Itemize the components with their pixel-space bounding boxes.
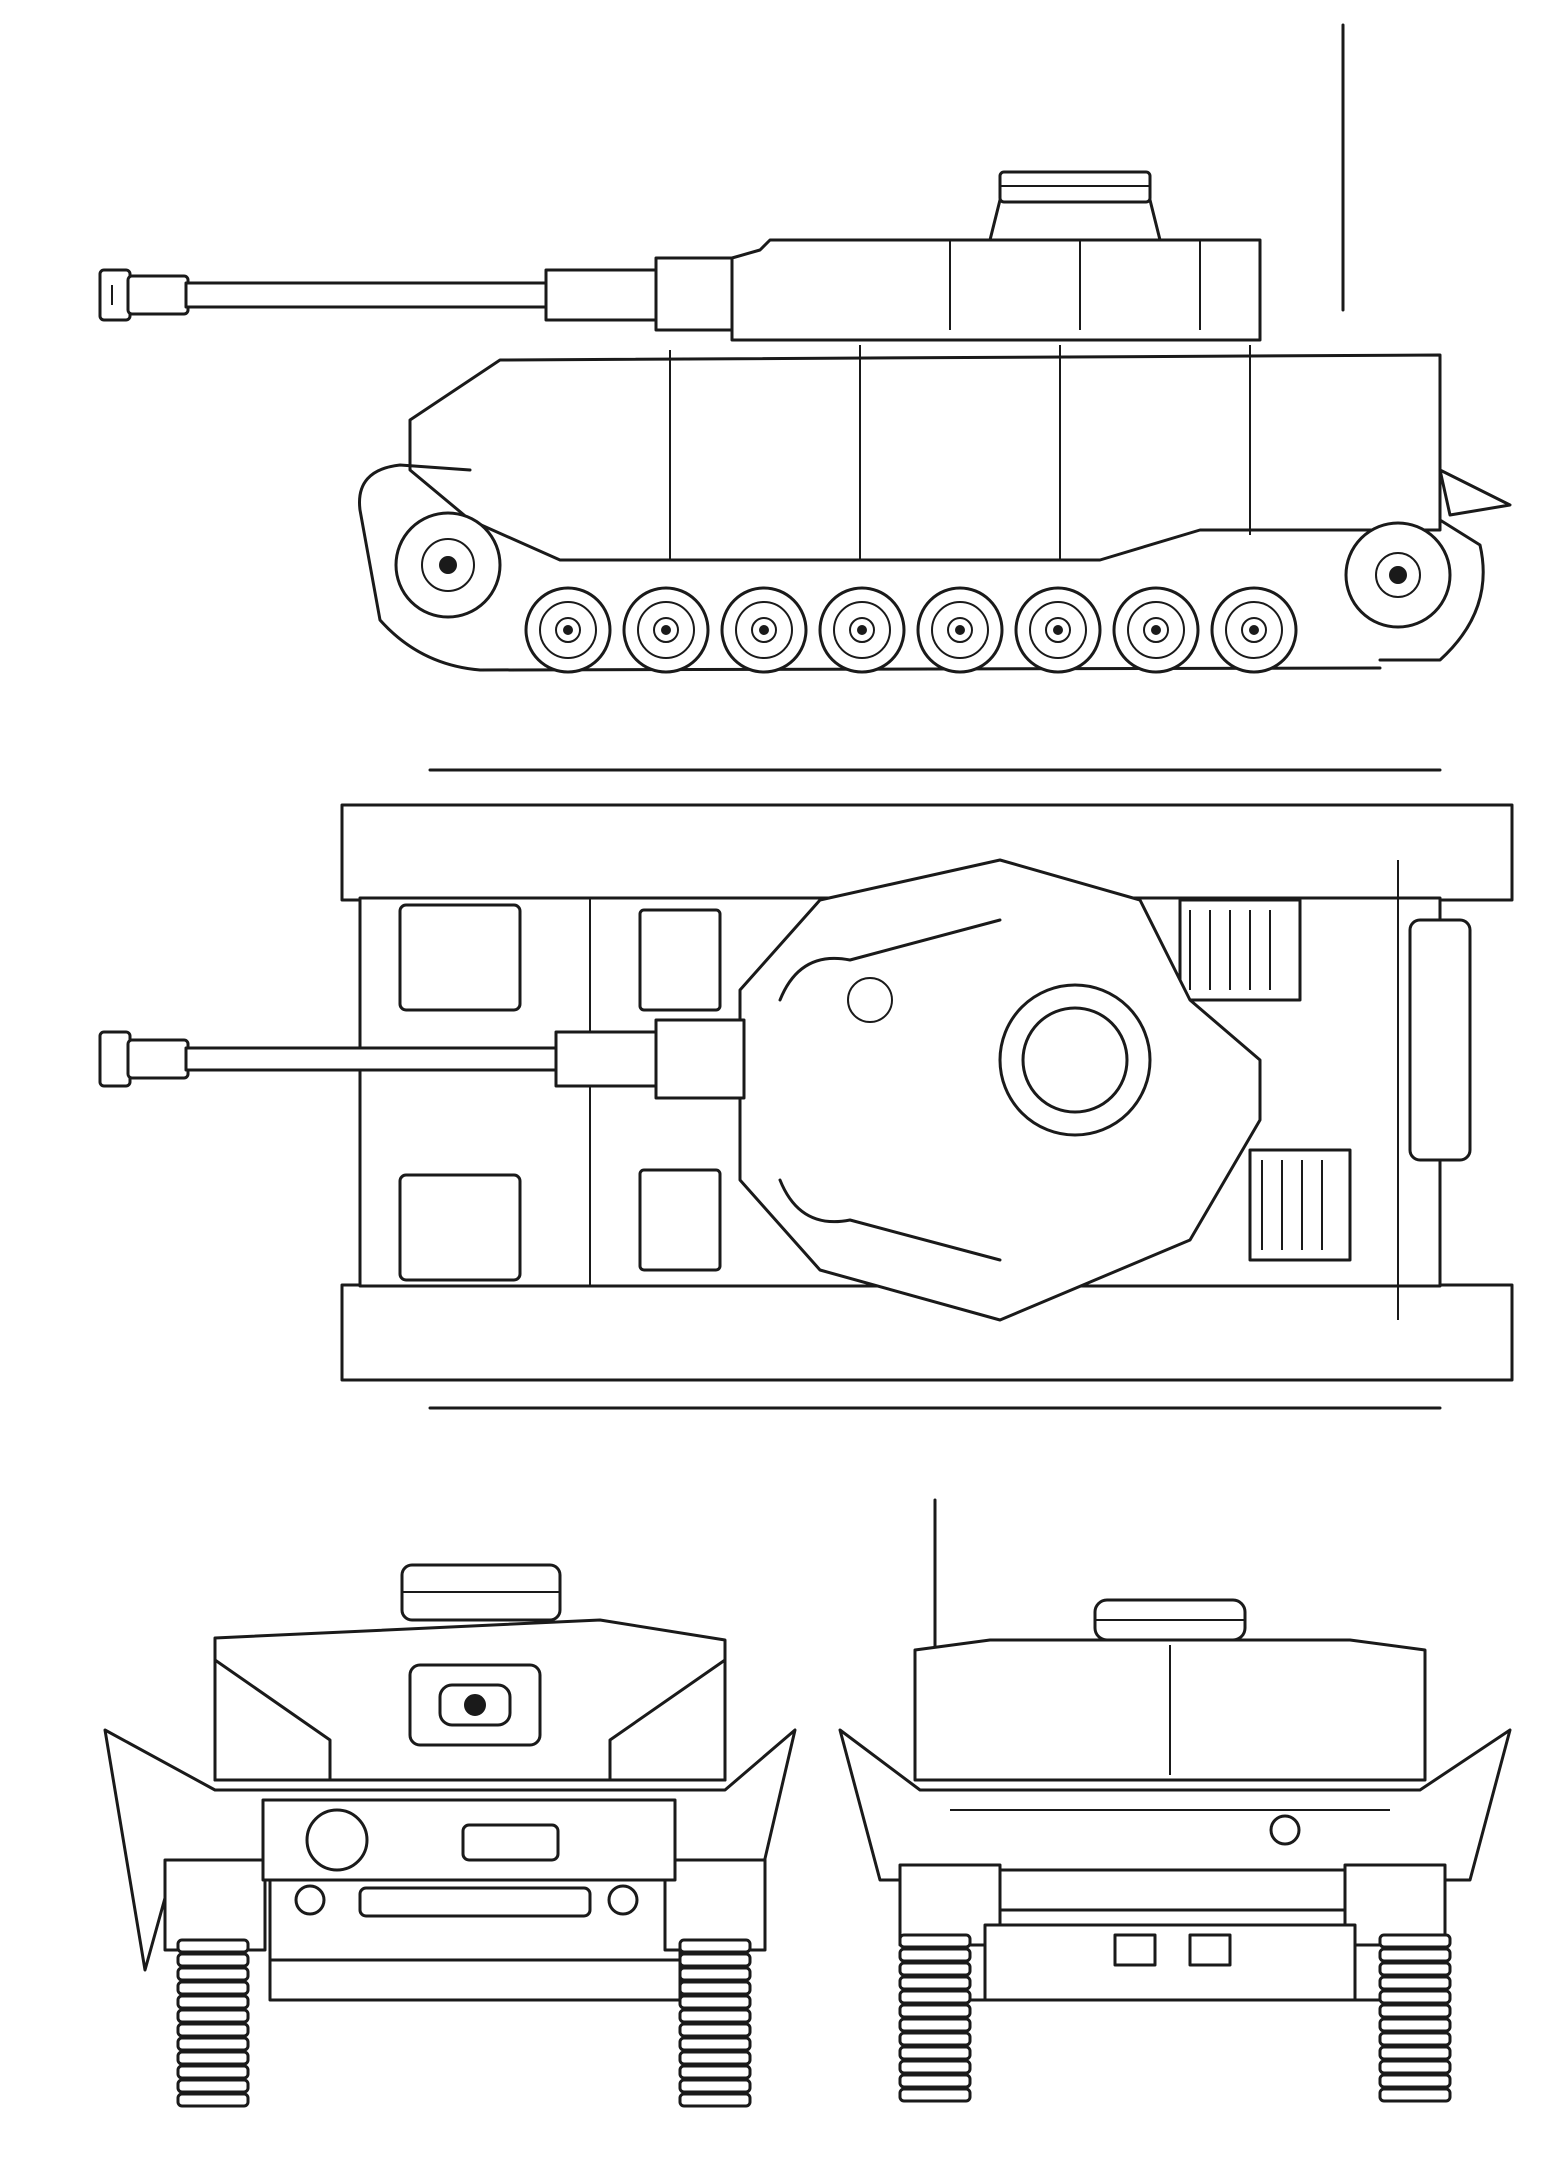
track-link [898, 1961, 972, 1977]
top-turret [738, 858, 1262, 1322]
track-link [1378, 2031, 1452, 2047]
track-link [678, 2050, 752, 2066]
track-link [678, 1952, 752, 1968]
track-link [176, 2008, 250, 2024]
track-link [1378, 2003, 1452, 2019]
side-road-wheels [524, 586, 1298, 674]
track-link [898, 1933, 972, 1949]
track-link [678, 2092, 752, 2108]
track-link [176, 2022, 250, 2038]
road-wheel [1210, 586, 1298, 674]
front-view [103, 1563, 797, 2108]
track-link [678, 2036, 752, 2052]
side-hull-skirt [408, 345, 1512, 562]
track-link [898, 2031, 972, 2047]
track-link [176, 1980, 250, 1996]
top-gun-barrel [98, 1018, 746, 1100]
track-link [898, 1975, 972, 1991]
side-gun-barrel [98, 256, 734, 332]
track-link [176, 2078, 250, 2094]
track-link [678, 2022, 752, 2038]
track-link [678, 2078, 752, 2094]
top-view [98, 768, 1514, 1410]
side-drive-sprocket [394, 511, 502, 619]
track-link [1378, 2059, 1452, 2075]
road-wheel [720, 586, 808, 674]
side-view [98, 23, 1512, 674]
track-link [898, 2045, 972, 2061]
road-wheel [1014, 586, 1102, 674]
track-link [678, 1938, 752, 1954]
track-link [898, 2017, 972, 2033]
road-wheel [818, 586, 906, 674]
track-link [176, 2092, 250, 2108]
top-front-hatches [398, 903, 722, 1282]
track-link [898, 2059, 972, 2075]
track-link [1378, 2073, 1452, 2089]
track-link [678, 2008, 752, 2024]
track-link [898, 1947, 972, 1963]
rear-turret [913, 1598, 1427, 1782]
track-link [898, 2003, 972, 2019]
track-link [176, 2050, 250, 2066]
track-link [1378, 2045, 1452, 2061]
track-link [176, 2064, 250, 2080]
road-wheel [524, 586, 612, 674]
front-turret [213, 1563, 727, 1782]
track-link [678, 1966, 752, 1982]
track-link [898, 2087, 972, 2103]
track-link [1378, 1961, 1452, 1977]
track-link [1378, 2017, 1452, 2033]
track-link [1378, 1933, 1452, 1949]
road-wheel [622, 586, 710, 674]
road-wheel [916, 586, 1004, 674]
track-link [1378, 2087, 1452, 2103]
track-link [678, 1994, 752, 2010]
track-link [898, 2073, 972, 2089]
rear-tracks [898, 1933, 1452, 2103]
side-idler-wheel [1344, 521, 1452, 629]
track-link [176, 1952, 250, 1968]
front-hull [103, 1728, 797, 2002]
track-link [176, 1938, 250, 1954]
rear-hull [838, 1728, 1512, 2002]
road-wheel [1112, 586, 1200, 674]
track-link [176, 2036, 250, 2052]
track-link [678, 1980, 752, 1996]
rear-view [838, 1498, 1512, 2103]
top-engine-grilles [1178, 898, 1352, 1262]
track-link [1378, 1947, 1452, 1963]
track-link [1378, 1989, 1452, 2005]
track-link [678, 2064, 752, 2080]
side-turret [730, 170, 1262, 342]
front-tracks [176, 1938, 752, 2108]
side-track [358, 463, 1485, 672]
track-link [176, 1994, 250, 2010]
track-link [1378, 1975, 1452, 1991]
track-link [176, 1966, 250, 1982]
track-link [898, 1989, 972, 2005]
